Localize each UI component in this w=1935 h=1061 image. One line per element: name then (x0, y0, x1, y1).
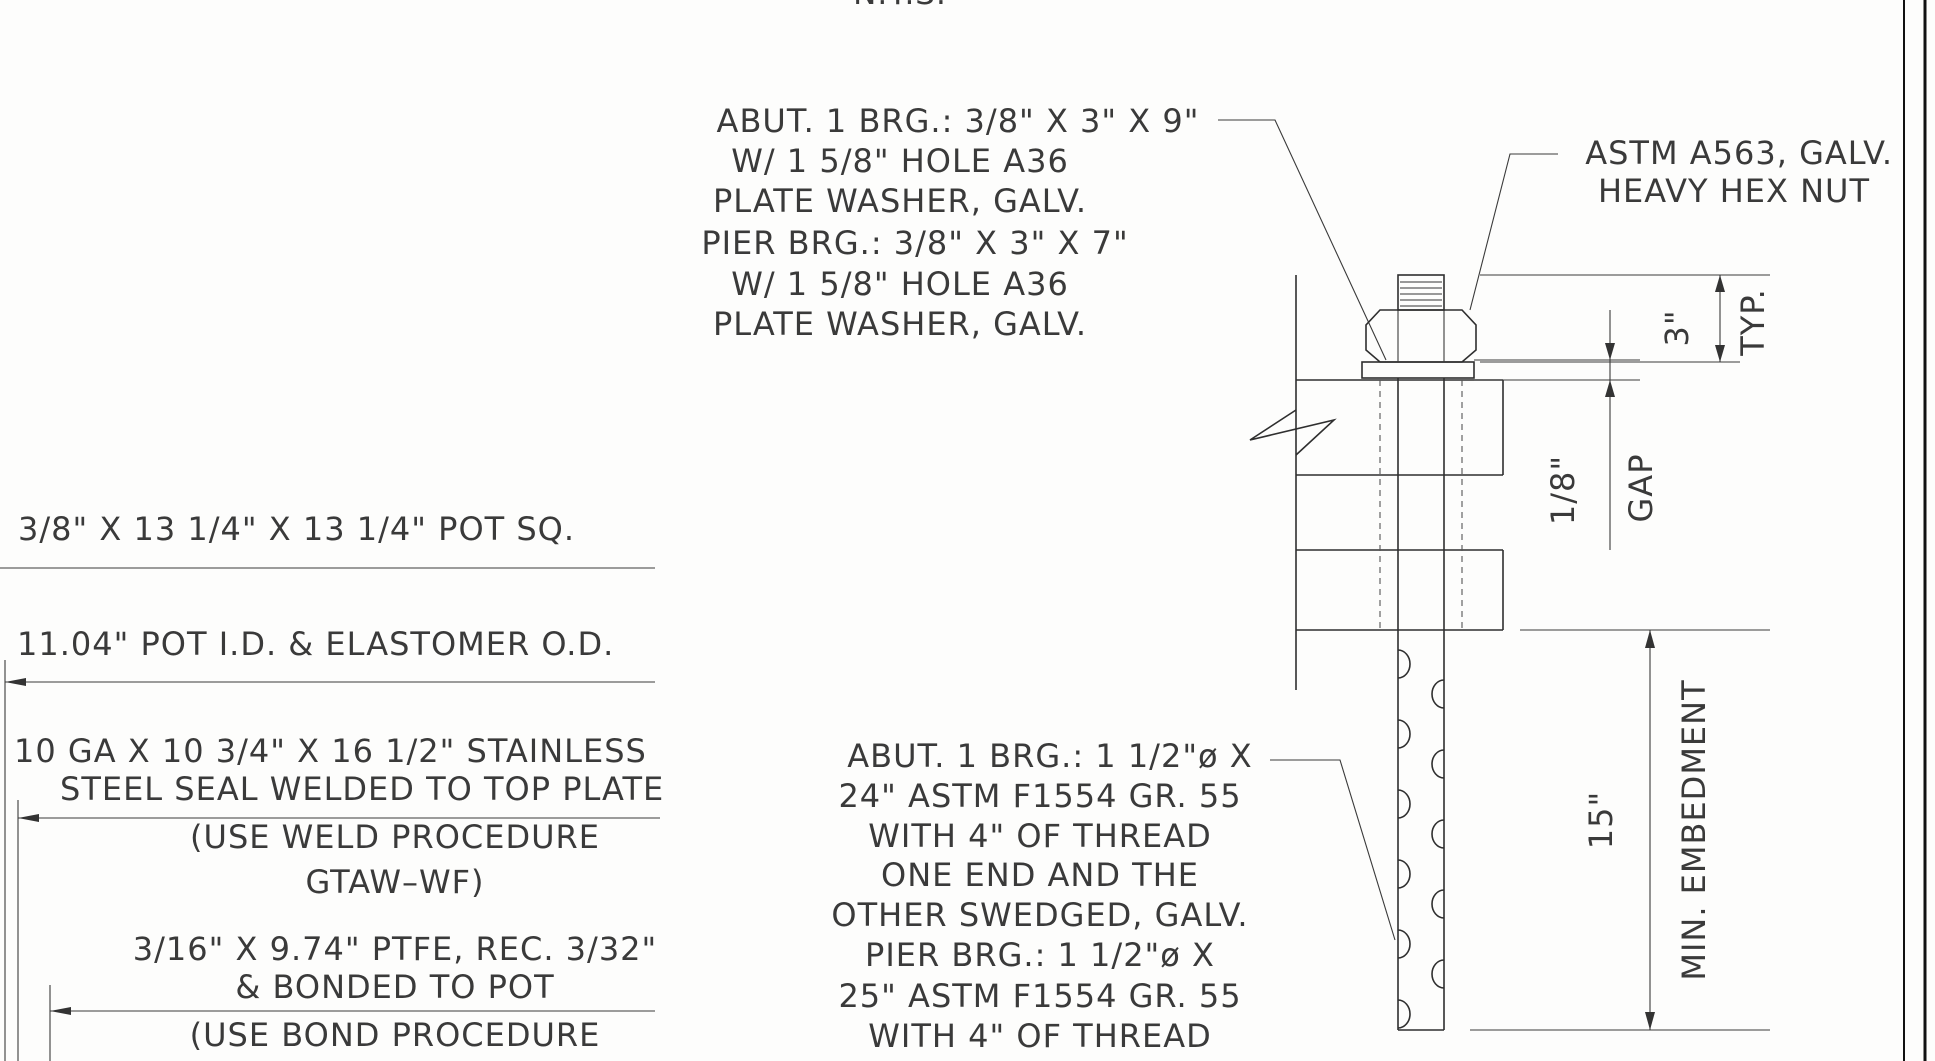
nut-callout: ASTM A563, GALV. HEAVY HEX NUT (1585, 134, 1893, 210)
washer-leader-line (1218, 119, 1387, 361)
washer-callout-line-5: W/ 1 5/8" HOLE A36 (731, 265, 1069, 303)
pot-callout-square: 3/8" X 13 1/4" X 13 1/4" POT SQ. (18, 510, 575, 548)
washer-callout: ABUT. 1 BRG.: 3/8" X 3" X 9" W/ 1 5/8" H… (701, 102, 1200, 343)
anchor-bolt-callout: ABUT. 1 BRG.: 1 1/2"ø X 24" ASTM F1554 G… (831, 737, 1252, 1055)
seal-callout-line-3: (USE WELD PROCEDURE (190, 818, 600, 856)
bolt-callout-line-5: OTHER SWEDGED, GALV. (831, 896, 1248, 934)
bolt-thread-stub (1397, 274, 1445, 311)
dim-embedment-label: MIN. EMBEDMENT (1675, 679, 1713, 980)
seal-callout-line-1: 10 GA X 10 3/4" X 16 1/2" STAINLESS (14, 732, 647, 770)
bolt-callout-line-6: PIER BRG.: 1 1/2"ø X (865, 936, 1215, 974)
pot-callouts: 3/8" X 13 1/4" X 13 1/4" POT SQ. 11.04" … (0, 510, 664, 1061)
washer-callout-line-2: W/ 1 5/8" HOLE A36 (731, 142, 1069, 180)
scale-note: N.T.S. (853, 0, 947, 12)
washer-callout-line-4: PIER BRG.: 3/8" X 3" X 7" (701, 224, 1128, 262)
seal-callout-line-2: STEEL SEAL WELDED TO TOP PLATE (60, 770, 664, 808)
dim-gap-value: 1/8" (1544, 455, 1582, 525)
dim-typ-label: TYP. (1734, 288, 1772, 357)
pot-callout-id: 11.04" POT I.D. & ELASTOMER O.D. (17, 625, 614, 663)
dimensions: 3" TYP. 1/8" GAP 15" MIN. EMBEDMENT (1470, 274, 1772, 1031)
nut-leader-line (1469, 153, 1558, 311)
bolt-callout-line-3: WITH 4" OF THREAD (868, 817, 1211, 855)
bolt-callout-line-2: 24" ASTM F1554 GR. 55 (838, 777, 1241, 815)
ptfe-callout-line-3: (USE BOND PROCEDURE (190, 1016, 601, 1054)
nut-callout-line-2: HEAVY HEX NUT (1598, 172, 1870, 210)
washer-callout-line-1: ABUT. 1 BRG.: 3/8" X 3" X 9" (717, 102, 1200, 140)
heavy-hex-nut (1365, 309, 1477, 363)
dim-embedment-length: 15" (1582, 791, 1620, 849)
bolt-leader-line (1270, 759, 1396, 941)
bolt-callout-line-1: ABUT. 1 BRG.: 1 1/2"ø X (847, 737, 1252, 775)
nut-callout-line-1: ASTM A563, GALV. (1585, 134, 1893, 172)
washer-callout-line-6: PLATE WASHER, GALV. (713, 305, 1087, 343)
bolt-callout-line-8: WITH 4" OF THREAD (868, 1017, 1211, 1055)
ptfe-callout-line-1: 3/16" X 9.74" PTFE, REC. 3/32" (133, 930, 658, 968)
break-line-symbol (1249, 409, 1337, 456)
bolt-callout-line-7: 25" ASTM F1554 GR. 55 (838, 977, 1241, 1015)
washer-callout-line-3: PLATE WASHER, GALV. (713, 182, 1087, 220)
bolt-callout-line-4: ONE END AND THE (881, 856, 1199, 894)
dim-gap-label: GAP (1622, 454, 1660, 523)
seal-callout-line-4: GTAW–WF) (305, 863, 484, 901)
anchor-bolt-assembly (1249, 274, 1504, 1031)
plate-washer (1361, 361, 1475, 379)
ptfe-callout-line-2: & BONDED TO POT (235, 968, 554, 1006)
dim-thread-length: 3" (1658, 309, 1696, 346)
